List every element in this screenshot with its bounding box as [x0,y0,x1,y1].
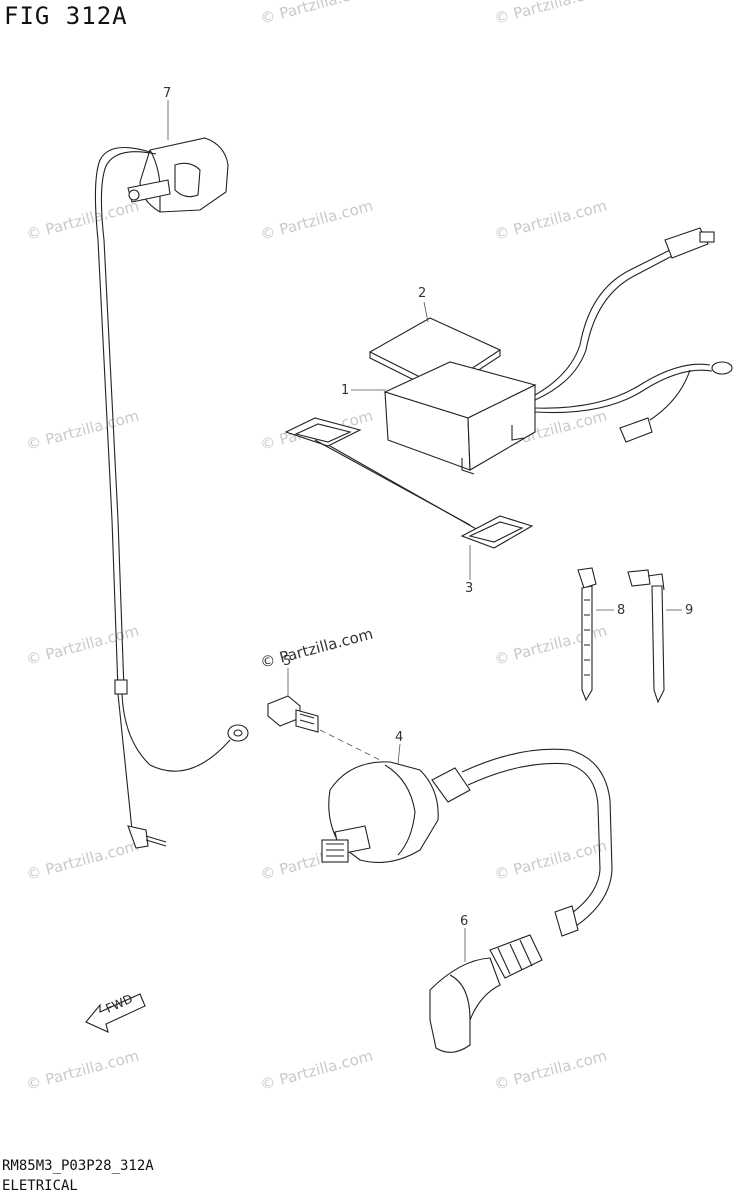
callout-2: 2 [418,286,426,301]
watermark: © Partzilla.com [24,837,140,884]
watermark: © Partzilla.com [24,407,140,454]
part-1-cdi-unit[interactable] [383,227,733,475]
watermark-dark: © Partzilla.com [258,625,374,672]
figure-title: FIG 312A [4,2,128,30]
callout-6: 6 [460,914,468,929]
part-6-plug-cap[interactable] [429,934,543,1053]
watermark-grid: © Partzilla.com © Partzilla.com © Partzi… [24,0,608,1094]
watermark: © Partzilla.com [492,0,608,28]
callout-9: 9 [685,603,693,618]
watermark: © Partzilla.com [492,197,608,244]
callout-7: 7 [163,86,171,101]
callout-8: 8 [617,603,625,618]
figure-code: RM85M3_P03P28_312A [2,1158,154,1174]
callouts: 7 2 1 3 8 9 5 4 6 [163,86,693,962]
part-9-clamp[interactable] [627,569,665,704]
part-7-stop-switch[interactable] [94,137,249,849]
callout-3: 3 [465,581,473,596]
figure-name: ELETRICAL [2,1178,78,1194]
watermark: © Partzilla.com [492,1047,608,1094]
fwd-arrow: FWD [85,992,146,1033]
part-5-bolt[interactable] [267,695,381,761]
watermark: © Partzilla.com [258,0,374,28]
callout-4: 4 [395,730,403,745]
part-4-ignition-coil[interactable] [321,748,613,937]
watermark: © Partzilla.com [258,197,374,244]
part-8-clamp[interactable] [577,567,597,702]
watermark: © Partzilla.com [24,1047,140,1094]
watermark: © Partzilla.com [24,197,140,244]
watermark: © Partzilla.com [258,1047,374,1094]
callout-1: 1 [341,383,349,398]
callout-5: 5 [283,654,291,669]
part-3-band[interactable] [284,417,534,549]
watermark: © Partzilla.com [492,837,608,884]
